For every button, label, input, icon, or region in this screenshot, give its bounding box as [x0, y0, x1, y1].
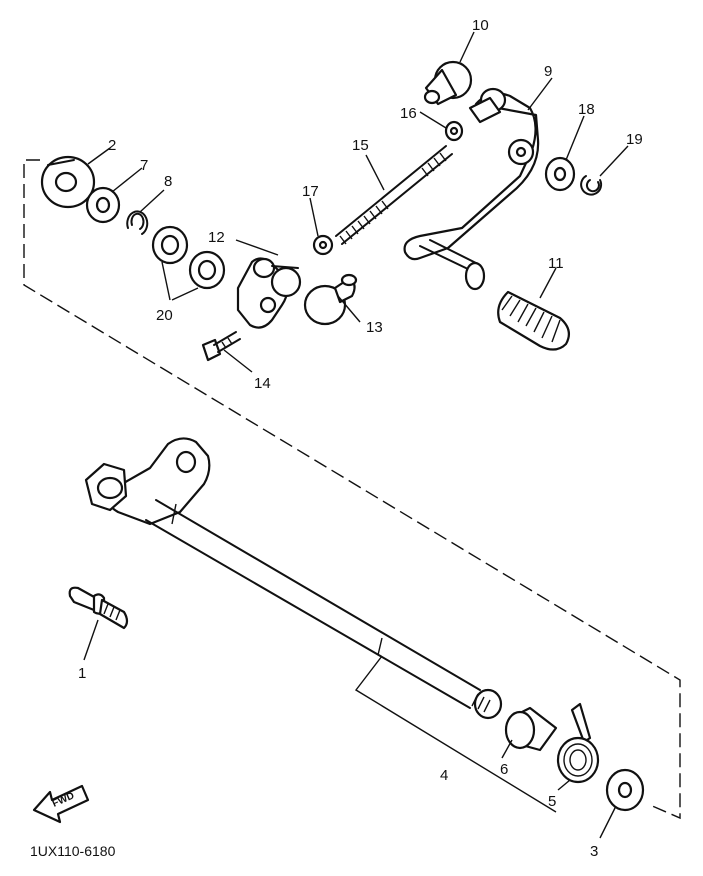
callout-6: 6: [500, 761, 508, 778]
part-20-leader: [161, 261, 199, 301]
part-1-stopper-bolt: [68, 586, 129, 630]
diagram-code: 1UX110-6180: [30, 843, 116, 859]
callout-2: 2: [108, 137, 116, 154]
assembly-bracket: [23, 159, 681, 820]
part-13-rod-end: [303, 273, 358, 326]
part-15-shift-rod: [335, 145, 453, 245]
part-4-shift-shaft: [84, 437, 503, 720]
callout-15: 15: [352, 137, 369, 154]
part-6-collar: [504, 706, 558, 752]
callout-10: 10: [472, 17, 489, 34]
part-20-bearing-b: [188, 250, 226, 290]
part-2-oil-seal: [40, 155, 96, 209]
callout-9: 9: [544, 63, 552, 80]
callout-20: 20: [156, 307, 173, 324]
part-11-pedal-rubber: [497, 290, 571, 351]
part-10-rod-end: [423, 60, 473, 106]
callout-5: 5: [548, 793, 556, 810]
part-8-circlip: [126, 210, 149, 235]
callout-14: 14: [254, 375, 271, 392]
callout-13: 13: [366, 319, 383, 336]
part-3-washer: [605, 768, 645, 812]
callout-labels: 1 2 3 4 5 6 7 8 9 10 11 12 13 14 15 16 1…: [78, 17, 643, 860]
part-20-bearing-a: [151, 225, 189, 265]
callout-18: 18: [578, 101, 595, 118]
part-19-circlip: [580, 175, 603, 196]
callout-3: 3: [590, 843, 598, 860]
callout-8: 8: [164, 173, 172, 190]
callout-12: 12: [208, 229, 225, 246]
callout-16: 16: [400, 105, 417, 122]
leader-lines: [83, 31, 629, 839]
callout-11: 11: [548, 255, 564, 272]
part-14-bolt: [201, 331, 241, 362]
part-12-shift-arm: [236, 257, 302, 329]
callout-1: 1: [78, 665, 86, 682]
callout-7: 7: [140, 157, 148, 174]
part-5-return-spring: [556, 702, 600, 784]
subassembly-bracket: [354, 655, 557, 813]
part-9-shift-pedal: [403, 87, 540, 291]
callout-19: 19: [626, 131, 643, 148]
part-18-washer: [544, 156, 576, 192]
fwd-arrow-icon: FWD: [32, 784, 90, 824]
part-16-bushing: [444, 120, 464, 142]
part-7-washer: [85, 186, 121, 224]
callout-4: 4: [440, 767, 448, 784]
part-17-locknut: [312, 234, 334, 256]
callout-17: 17: [302, 183, 319, 200]
